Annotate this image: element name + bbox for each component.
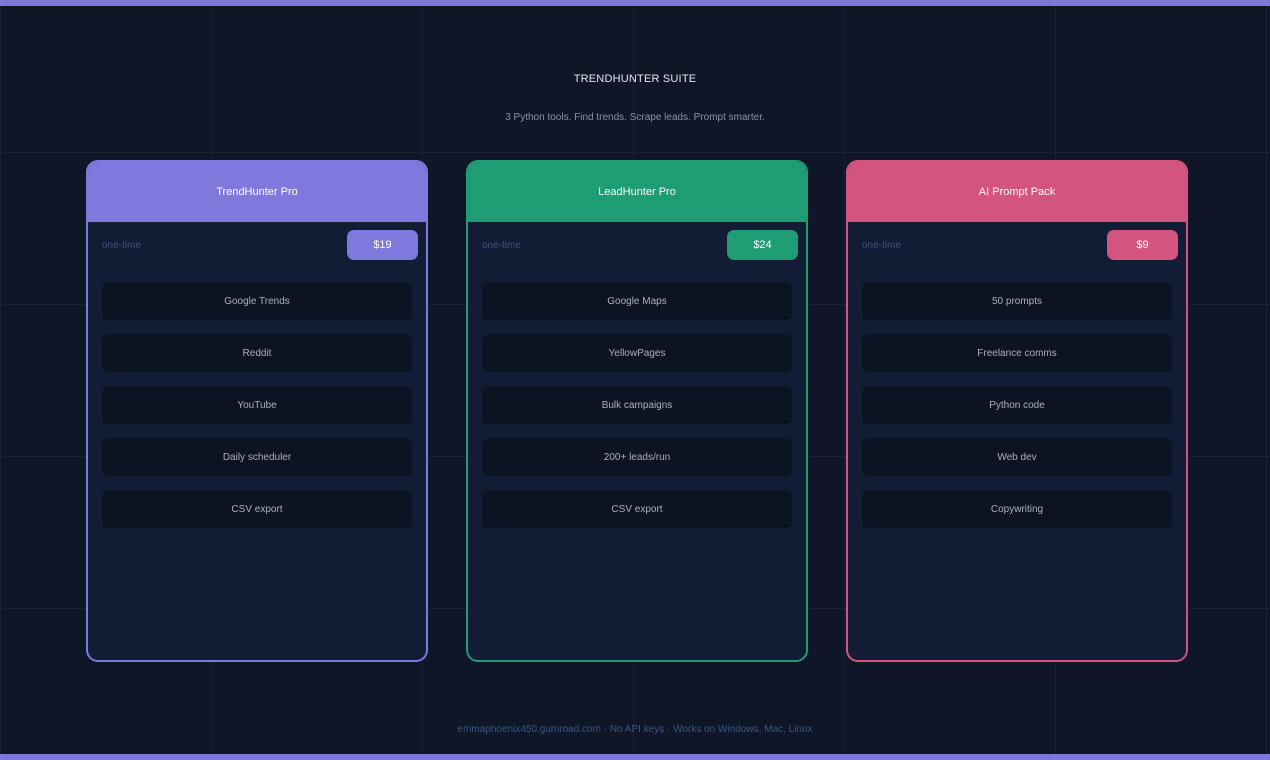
bottom-accent-bar <box>0 754 1270 760</box>
feature-item: Web dev <box>862 438 1172 476</box>
feature-item: CSV export <box>102 490 412 528</box>
price-button[interactable]: $24 <box>727 230 798 260</box>
feature-item: Google Maps <box>482 282 792 320</box>
price-row: one-time $9 <box>848 222 1186 280</box>
footer-text: emmaphoenix450.gumroad.com · No API keys… <box>457 724 813 735</box>
card-header: AI Prompt Pack <box>848 162 1186 222</box>
feature-item: Freelance comms <box>862 334 1172 372</box>
feature-item: CSV export <box>482 490 792 528</box>
feature-item: Python code <box>862 386 1172 424</box>
feature-list: Google Maps YellowPages Bulk campaigns 2… <box>468 280 806 528</box>
product-card-leadhunter-pro: LeadHunter Pro one-time $24 Google Maps … <box>466 160 808 662</box>
price-row: one-time $19 <box>88 222 426 280</box>
product-name: LeadHunter Pro <box>598 186 676 198</box>
price-button[interactable]: $9 <box>1107 230 1178 260</box>
page-title: TRENDHUNTER SUITE <box>573 73 697 85</box>
card-header: TrendHunter Pro <box>88 162 426 222</box>
feature-item: Bulk campaigns <box>482 386 792 424</box>
page-subtitle: 3 Python tools. Find trends. Scrape lead… <box>505 112 765 123</box>
feature-item: Reddit <box>102 334 412 372</box>
card-header: LeadHunter Pro <box>468 162 806 222</box>
product-card-trendhunter-pro: TrendHunter Pro one-time $19 Google Tren… <box>86 160 428 662</box>
feature-item: Daily scheduler <box>102 438 412 476</box>
billing-type: one-time <box>862 240 901 251</box>
product-name: AI Prompt Pack <box>978 186 1056 198</box>
feature-item: YouTube <box>102 386 412 424</box>
top-accent-bar <box>0 0 1270 6</box>
feature-item: Google Trends <box>102 282 412 320</box>
billing-type: one-time <box>482 240 521 251</box>
price-button[interactable]: $19 <box>347 230 418 260</box>
feature-list: Google Trends Reddit YouTube Daily sched… <box>88 280 426 528</box>
feature-item: Copywriting <box>862 490 1172 528</box>
product-card-ai-prompt-pack: AI Prompt Pack one-time $9 50 prompts Fr… <box>846 160 1188 662</box>
feature-list: 50 prompts Freelance comms Python code W… <box>848 280 1186 528</box>
product-name: TrendHunter Pro <box>216 186 298 198</box>
price-row: one-time $24 <box>468 222 806 280</box>
billing-type: one-time <box>102 240 141 251</box>
feature-item: 50 prompts <box>862 282 1172 320</box>
feature-item: 200+ leads/run <box>482 438 792 476</box>
feature-item: YellowPages <box>482 334 792 372</box>
